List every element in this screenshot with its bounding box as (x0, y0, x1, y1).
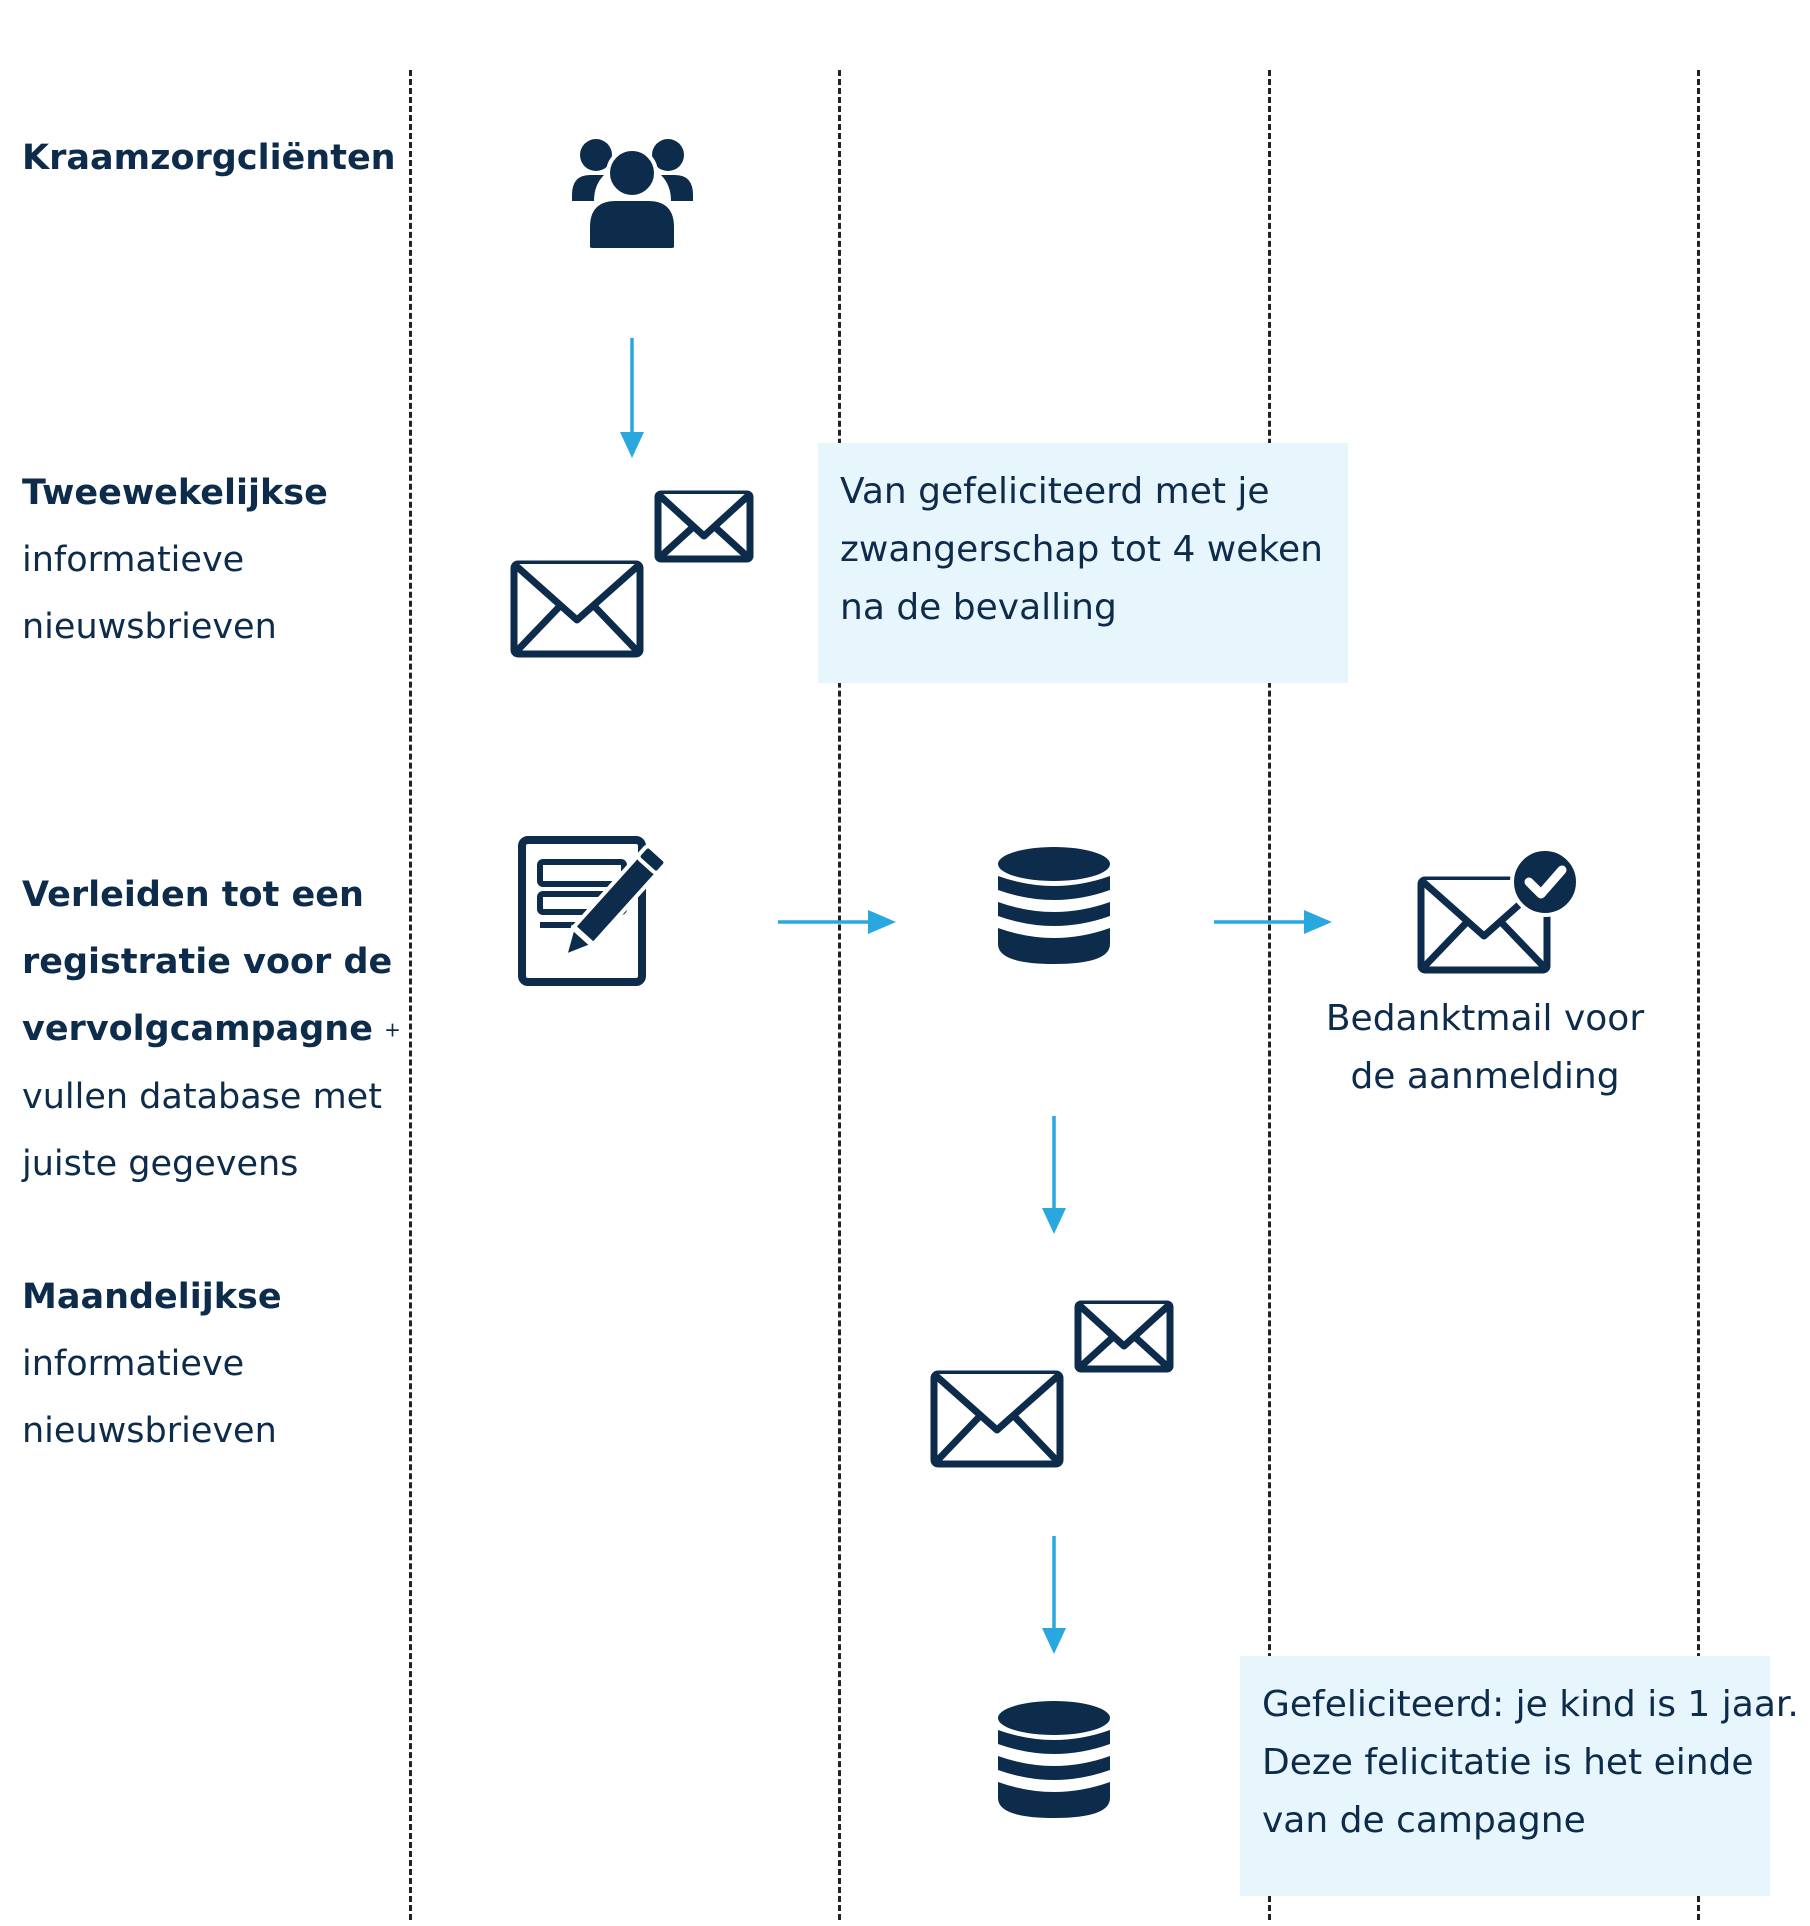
column-divider-1 (409, 70, 412, 1920)
note-line: na de bevalling (840, 587, 1117, 628)
database-icon (998, 1701, 1110, 1818)
note-line: zwangerschap tot 4 weken (840, 529, 1323, 570)
thankyou-mail-caption: Bedanktmail voor de aanmelding (1290, 990, 1680, 1106)
column-divider-3 (1268, 70, 1271, 1920)
note-line: Deze felicitatie is het einde (1262, 1742, 1754, 1783)
database-icon (998, 847, 1110, 964)
people-group-icon (572, 139, 693, 252)
arrow-right (1214, 910, 1332, 934)
lane-line: nieuwsbrieven (22, 607, 277, 647)
envelope-check-icon (1417, 847, 1580, 974)
lane-line: vullen database met (22, 1076, 382, 1117)
lane-label-verleiden: Verleiden tot een registratie voor de ve… (22, 862, 401, 1198)
arrow-right (778, 910, 896, 934)
note-line: van de campagne (1262, 1800, 1586, 1841)
plus-sign: + (384, 1017, 401, 1042)
arrow-down (1042, 1536, 1066, 1654)
lane-line: informatieve (22, 1344, 245, 1384)
caption-line: Bedanktmail voor (1325, 998, 1645, 1039)
lane-title-line: vervolgcampagne (22, 1009, 373, 1049)
form-pencil-icon (518, 836, 668, 986)
caption-line: de aanmelding (1350, 1056, 1620, 1097)
lane-title-line: Verleiden tot een (22, 875, 364, 915)
lane-title: Tweewekelijkse (22, 473, 328, 513)
note-first-phase: Van gefeliciteerd met je zwangerschap to… (818, 443, 1348, 683)
lane-title-line: registratie voor de (22, 942, 393, 982)
envelopes-icon (510, 490, 754, 658)
envelopes-icon (930, 1300, 1174, 1468)
lane-line: informatieve (22, 540, 245, 580)
column-divider-2 (838, 70, 841, 1920)
lane-title: Kraamzorgcliënten (22, 138, 396, 178)
arrow-down (620, 338, 644, 458)
column-divider-4 (1697, 70, 1700, 1920)
note-line: Gefeliciteerd: je kind is 1 jaar. (1262, 1684, 1799, 1725)
lane-line: juiste gegevens (22, 1143, 299, 1184)
lane-line: nieuwsbrieven (22, 1411, 277, 1451)
lane-label-kraamzorg: Kraamzorgcliënten (22, 125, 396, 192)
arrow-down (1042, 1116, 1066, 1234)
note-final-phase: Gefeliciteerd: je kind is 1 jaar. Deze f… (1240, 1656, 1799, 1896)
lane-title: Maandelijkse (22, 1277, 282, 1317)
lane-label-maandelijks: Maandelijkse informatieve nieuwsbrieven (22, 1264, 282, 1465)
lane-label-tweewekelijks: Tweewekelijkse informatieve nieuwsbrieve… (22, 460, 328, 661)
note-line: Van gefeliciteerd met je (840, 471, 1270, 512)
